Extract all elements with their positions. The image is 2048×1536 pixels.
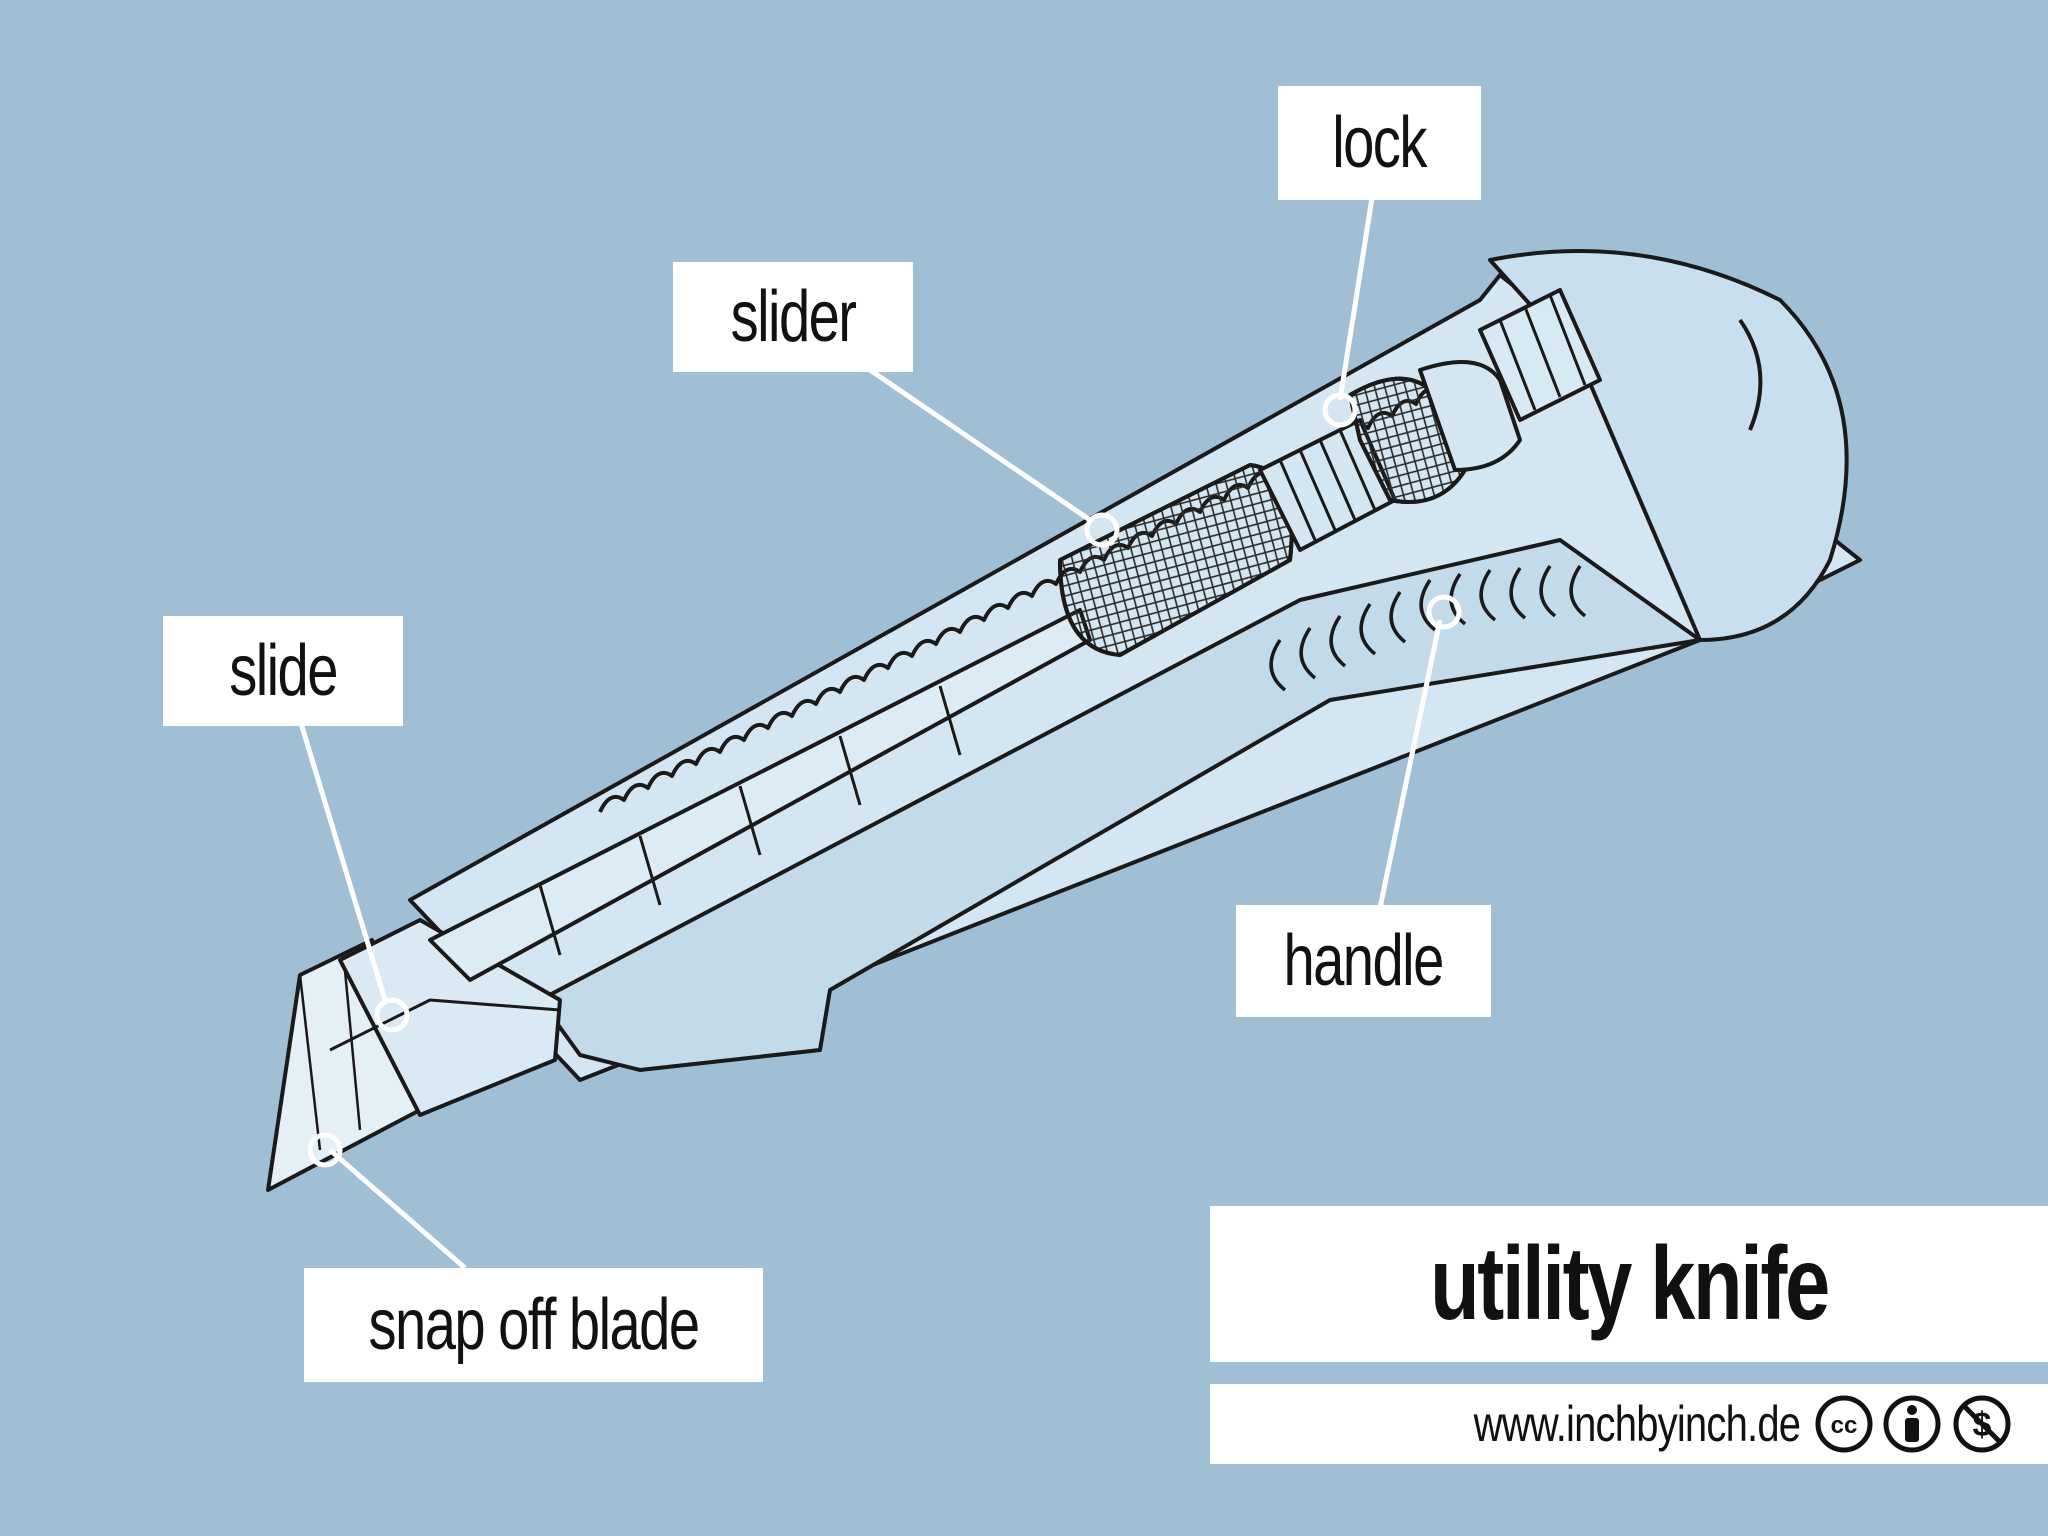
finger-grooves	[1269, 565, 1587, 692]
leader-markers	[307, 392, 1462, 1168]
label-lock: lock	[1278, 86, 1481, 200]
footer: www.inchbyinch.de cc $	[1210, 1384, 2048, 1464]
label-slide: slide	[163, 616, 403, 726]
cc-icon: cc	[1815, 1395, 1873, 1453]
noncommercial-icon: $	[1953, 1395, 2011, 1453]
blade-segment-lines	[538, 685, 962, 956]
slide-marker	[374, 997, 410, 1033]
by-attribution-icon	[1883, 1395, 1941, 1453]
snap-off-blade-marker	[307, 1132, 343, 1168]
handle-marker	[1426, 594, 1462, 630]
svg-text:cc: cc	[1831, 1412, 1858, 1439]
label-handle: handle	[1236, 905, 1491, 1017]
label-slider: slider	[673, 262, 913, 372]
slide-part	[338, 918, 562, 1117]
knife-body	[266, 249, 1862, 1192]
lock-marker	[1322, 392, 1358, 428]
label-snap-off-blade: snap off blade	[304, 1268, 763, 1382]
license-icons: cc $	[1815, 1395, 2011, 1453]
footer-url[interactable]: www.inchbyinch.de	[1473, 1396, 1800, 1452]
slider-marker	[1084, 512, 1120, 548]
leader-lines	[297, 197, 1443, 1270]
diagram-title: utility knife	[1210, 1206, 2048, 1362]
handle-grip	[538, 538, 1702, 1072]
